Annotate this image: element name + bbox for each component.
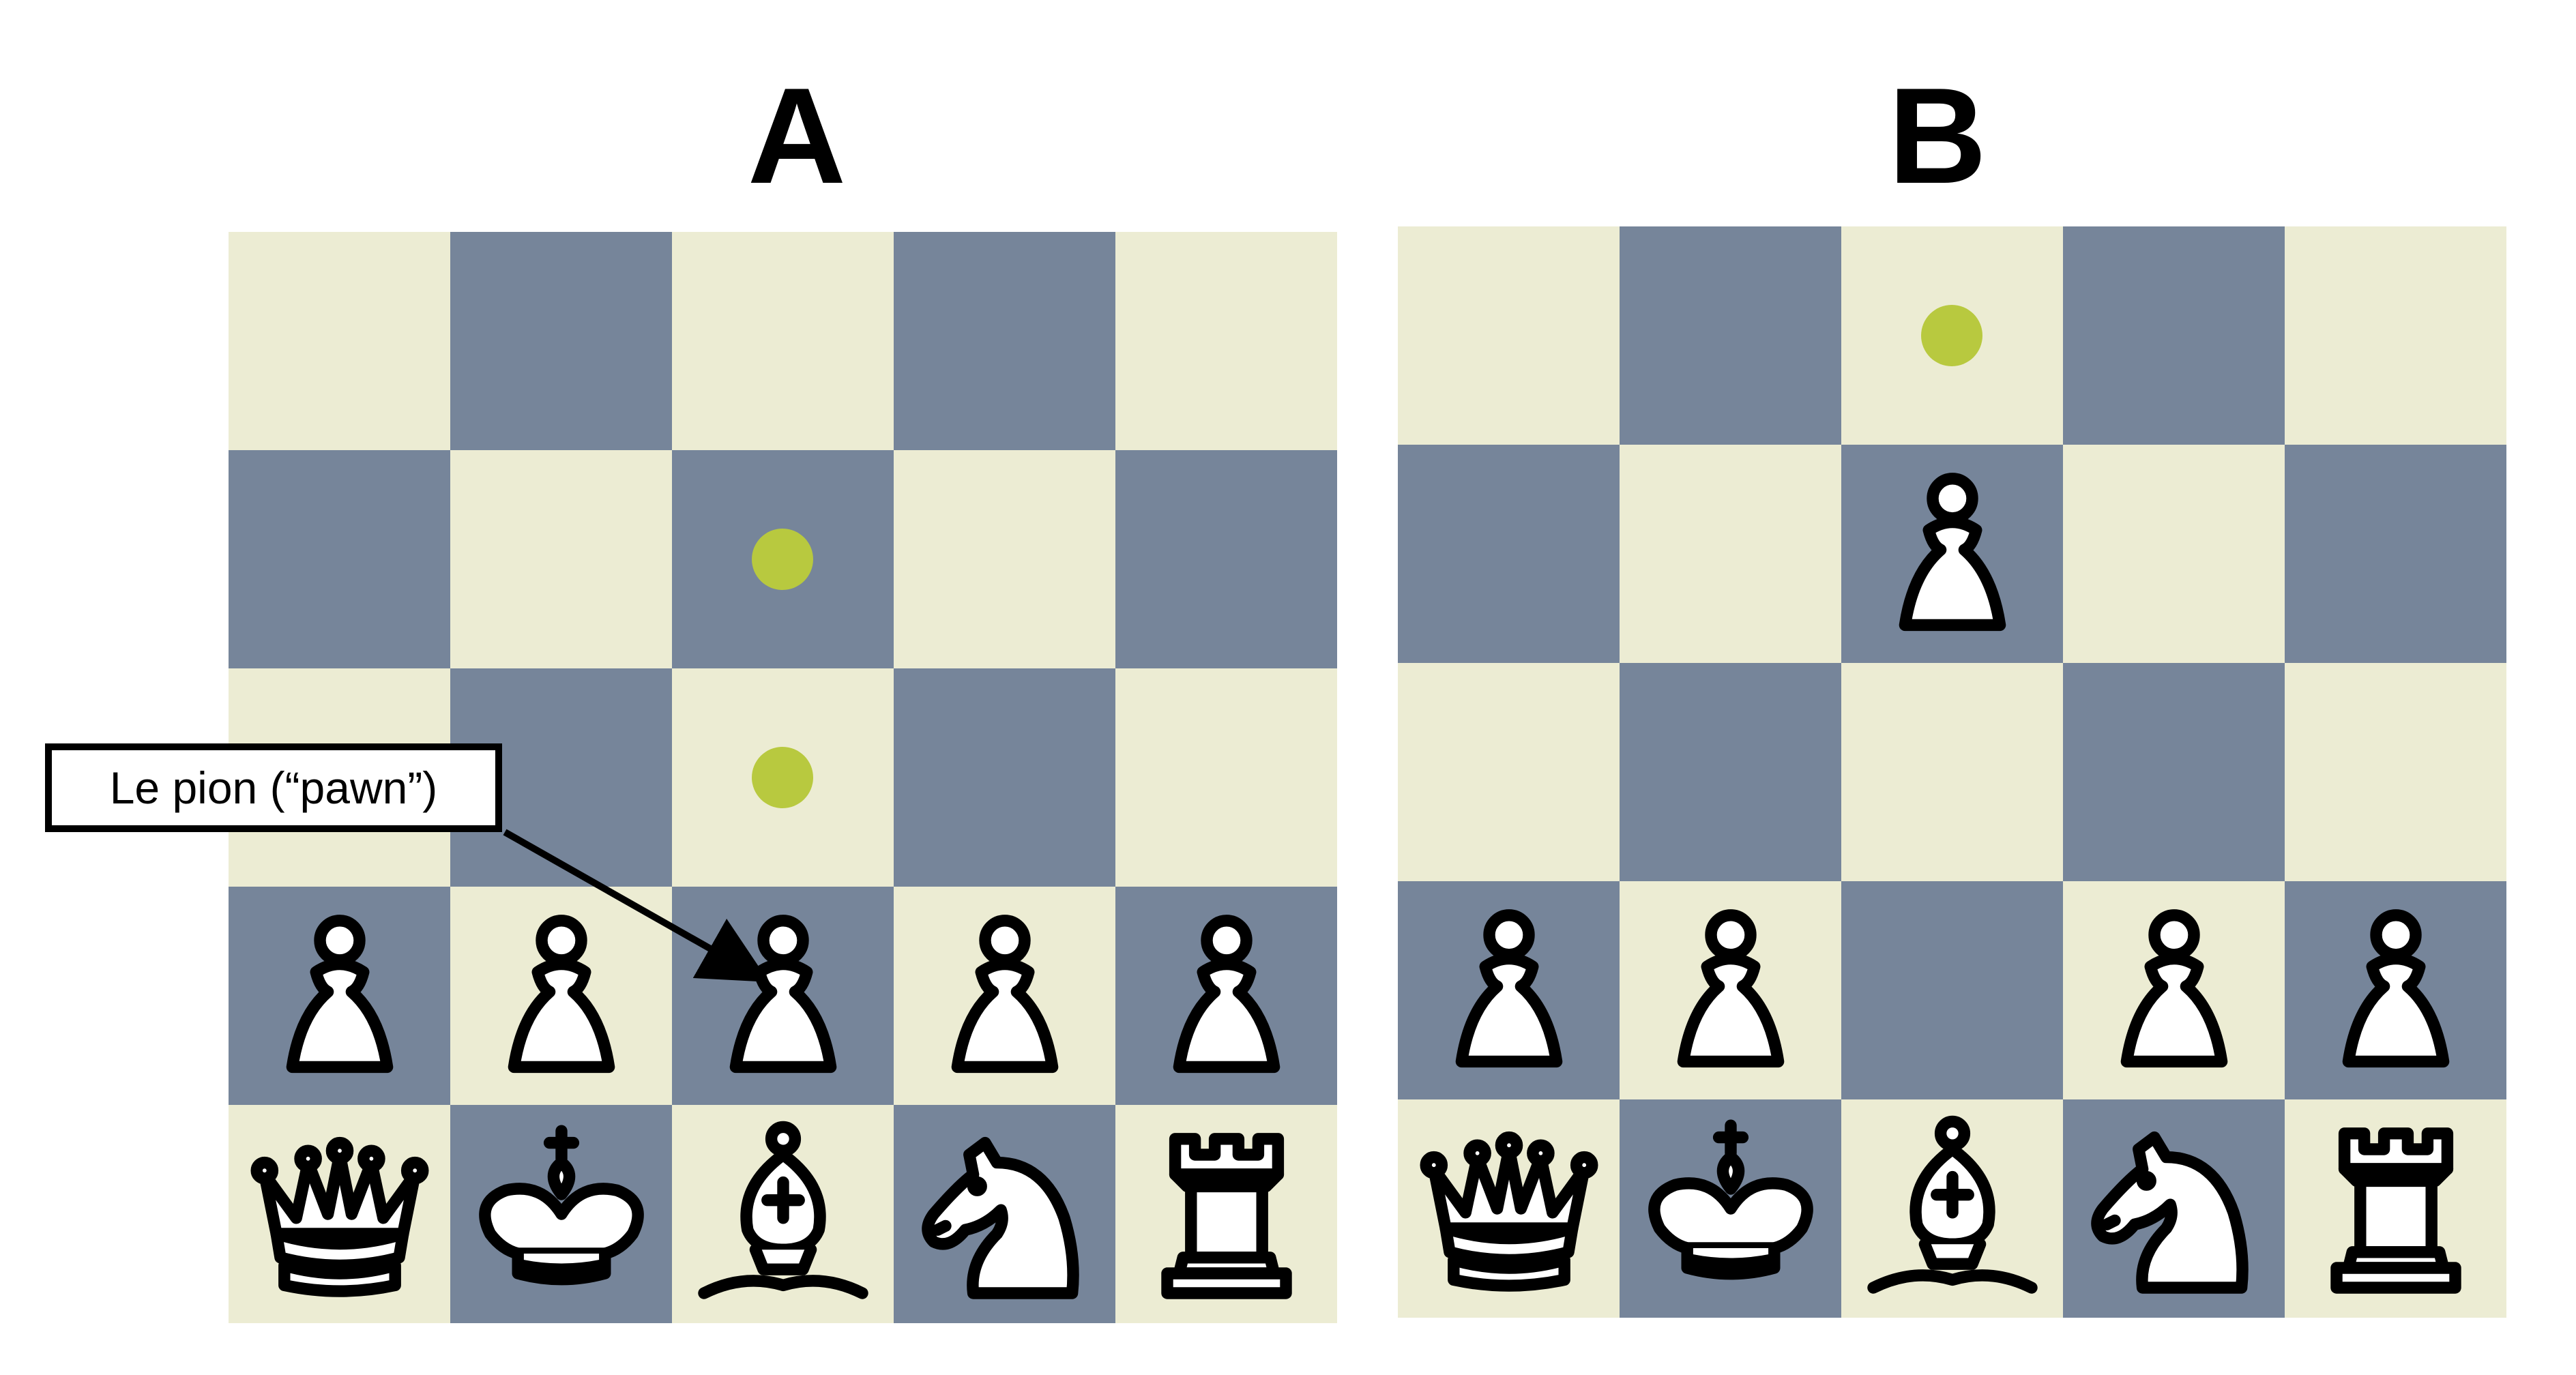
board-square [1398,445,1620,663]
board-square [1115,450,1337,668]
white-pawn-icon [229,887,450,1105]
board-square [672,1105,894,1323]
board-square [229,1105,450,1323]
board-square [229,450,450,668]
board-square [894,668,1115,887]
board-square [894,887,1115,1105]
white-king-icon [1620,1099,1841,1318]
white-pawn-icon [894,887,1115,1105]
white-knight-icon [894,1105,1115,1323]
board-square [1841,226,2063,445]
board-square [1398,663,1620,881]
board-square [450,887,672,1105]
white-rook-icon [2285,1099,2506,1318]
board-square [1620,226,1841,445]
board-square [1398,226,1620,445]
white-king-icon [450,1105,672,1323]
board-square [2285,445,2506,663]
board-square [2063,1099,2285,1318]
board-square [894,1105,1115,1323]
pawn-callout-box: Le pion (“pawn”) [45,743,502,832]
white-knight-icon [2063,1099,2285,1318]
board-square [894,450,1115,668]
white-pawn-icon [2285,881,2506,1099]
white-pawn-icon [1620,881,1841,1099]
board-square [1398,1099,1620,1318]
board-square [2063,445,2285,663]
board-square [1620,445,1841,663]
board-square [2063,226,2285,445]
board-square [672,450,894,668]
board-square [2063,881,2285,1099]
board-square [894,232,1115,450]
board-square [450,450,672,668]
board-square [229,887,450,1105]
pawn-callout-text: Le pion (“pawn”) [109,763,438,813]
white-queen-icon [229,1105,450,1323]
white-pawn-icon [1398,881,1620,1099]
move-hint-dot [752,747,813,808]
board-square [672,887,894,1105]
white-bishop-icon [1841,1099,2063,1318]
board-square [2285,1099,2506,1318]
board-square [672,232,894,450]
white-pawn-icon [672,887,894,1105]
board-square [2285,663,2506,881]
panel-b-title: B [1888,60,1987,212]
board-square [2285,226,2506,445]
board-square [1115,887,1337,1105]
board-square [229,232,450,450]
white-queen-icon [1398,1099,1620,1318]
move-hint-dot [1921,305,1982,366]
white-pawn-icon [1115,887,1337,1105]
white-rook-icon [1115,1105,1337,1323]
board-square [1841,445,2063,663]
board-square [1620,1099,1841,1318]
panel-a-title: A [747,60,847,212]
board-square [1841,881,2063,1099]
board-square [450,232,672,450]
white-bishop-icon [672,1105,894,1323]
white-pawn-icon [1841,445,2063,663]
board-square [1841,663,2063,881]
move-hint-dot [752,529,813,590]
chessboard-b [1398,226,2506,1318]
board-square [1620,881,1841,1099]
board-square [1841,1099,2063,1318]
board-square [1115,668,1337,887]
board-square [2063,663,2285,881]
board-square [1620,663,1841,881]
board-square [2285,881,2506,1099]
board-square [1398,881,1620,1099]
board-square [450,1105,672,1323]
white-pawn-icon [2063,881,2285,1099]
white-pawn-icon [450,887,672,1105]
board-square [1115,232,1337,450]
board-square [1115,1105,1337,1323]
board-square [672,668,894,887]
